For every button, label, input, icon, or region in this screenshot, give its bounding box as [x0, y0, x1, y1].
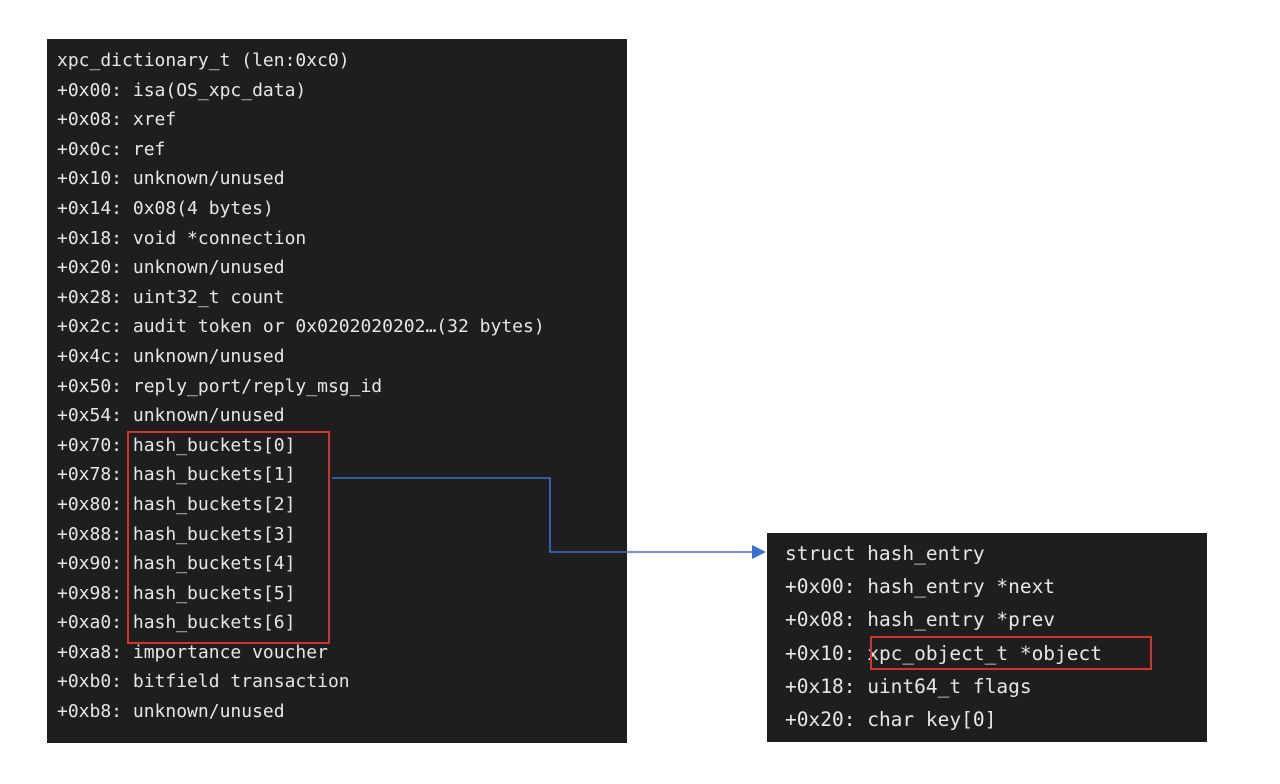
- field-offset: +0x10:: [57, 168, 123, 190]
- hash-entry-panel: struct hash_entry +0x00: hash_entry *nex…: [767, 533, 1207, 742]
- field-name: uint32_t count: [132, 286, 285, 308]
- field-name: reply_port/reply_msg_id: [132, 375, 383, 397]
- field-name: bitfield transaction: [132, 671, 350, 693]
- field-name: hash_entry *prev: [867, 608, 1056, 632]
- field-offset: +0x28:: [57, 286, 123, 308]
- field-offset: +0xb8:: [57, 701, 123, 723]
- field-name: hash_buckets[3]: [132, 523, 296, 545]
- field-name: xpc_object_t *object: [867, 641, 1103, 665]
- field-name: char key[0]: [867, 707, 997, 731]
- field-offset: +0x90:: [57, 553, 123, 575]
- field-name: unknown/unused: [132, 405, 285, 427]
- field-name: 0x08(4 bytes): [132, 197, 274, 219]
- field-offset: +0xb0:: [57, 671, 123, 693]
- field-offset: +0x88:: [57, 523, 123, 545]
- field-name: hash_buckets[1]: [132, 464, 296, 486]
- dict-field-row: +0x98: hash_buckets[5]: [57, 579, 627, 609]
- field-name: isa(OS_xpc_data): [132, 79, 307, 101]
- field-name: unknown/unused: [132, 701, 285, 723]
- field-offset: +0x50:: [57, 375, 123, 397]
- hash-entry-title: struct hash_entry: [785, 542, 985, 565]
- field-offset: +0x98:: [57, 582, 123, 604]
- field-offset: +0x14:: [57, 197, 123, 219]
- field-name: hash_entry *next: [867, 575, 1056, 599]
- dict-field-row: +0x14: 0x08(4 bytes): [57, 194, 627, 224]
- field-offset: +0x00:: [785, 575, 856, 599]
- entry-field-row: +0x20: char key[0]: [785, 703, 1207, 736]
- arrowhead-icon: [752, 545, 766, 559]
- field-name: uint64_t flags: [867, 674, 1032, 698]
- dict-field-row: +0x54: unknown/unused: [57, 401, 627, 431]
- dict-field-row: +0xb8: unknown/unused: [57, 697, 627, 727]
- field-name: unknown/unused: [132, 257, 285, 279]
- dict-field-row: +0x0c: ref: [57, 135, 627, 165]
- field-offset: +0xa8:: [57, 641, 123, 663]
- field-offset: +0x0c:: [57, 138, 123, 160]
- field-offset: +0x54:: [57, 405, 123, 427]
- xpc-dictionary-title: xpc_dictionary_t (len:0xc0): [57, 50, 350, 71]
- field-offset: +0xa0:: [57, 612, 123, 634]
- entry-field-row: +0x10: xpc_object_t *object: [785, 637, 1207, 670]
- field-name: hash_buckets[6]: [132, 612, 296, 634]
- dict-field-row: +0x28: uint32_t count: [57, 283, 627, 313]
- dict-field-row: +0x80: hash_buckets[2]: [57, 490, 627, 520]
- field-name: audit token or 0x0202020202…(32 bytes): [132, 316, 545, 338]
- dict-field-row: +0x18: void *connection: [57, 224, 627, 254]
- dict-field-row: +0x08: xref: [57, 105, 627, 135]
- field-offset: +0x18:: [57, 227, 123, 249]
- entry-field-row: +0x00: hash_entry *next: [785, 570, 1207, 603]
- dict-field-row: +0x70: hash_buckets[0]: [57, 431, 627, 461]
- field-offset: +0x4c:: [57, 345, 123, 367]
- field-offset: +0x08:: [785, 608, 856, 632]
- dict-field-row: +0x50: reply_port/reply_msg_id: [57, 372, 627, 402]
- field-offset: +0x78:: [57, 464, 123, 486]
- field-name: unknown/unused: [132, 168, 285, 190]
- field-offset: +0x00:: [57, 79, 123, 101]
- field-offset: +0x20:: [785, 707, 856, 731]
- field-name: importance voucher: [132, 641, 328, 663]
- field-offset: +0x70:: [57, 434, 123, 456]
- field-offset: +0x08:: [57, 109, 123, 131]
- dict-field-row: +0x00: isa(OS_xpc_data): [57, 76, 627, 106]
- dict-field-row: +0x78: hash_buckets[1]: [57, 460, 627, 490]
- field-name: hash_buckets[2]: [132, 493, 296, 515]
- field-name: hash_buckets[5]: [132, 582, 296, 604]
- field-offset: +0x18:: [785, 674, 856, 698]
- dict-field-row: +0x2c: audit token or 0x0202020202…(32 b…: [57, 312, 627, 342]
- dict-field-row: +0xb0: bitfield transaction: [57, 667, 627, 697]
- field-name: xref: [132, 109, 177, 131]
- field-name: hash_buckets[0]: [132, 434, 296, 456]
- field-offset: +0x2c:: [57, 316, 123, 338]
- field-name: void *connection: [132, 227, 307, 249]
- dict-field-row: +0xa0: hash_buckets[6]: [57, 608, 627, 638]
- field-name: ref: [132, 138, 166, 160]
- dict-field-row: +0x10: unknown/unused: [57, 164, 627, 194]
- dict-field-row: +0xa8: importance voucher: [57, 638, 627, 668]
- dict-field-row: +0x20: unknown/unused: [57, 253, 627, 283]
- field-offset: +0x80:: [57, 493, 123, 515]
- entry-field-row: +0x08: hash_entry *prev: [785, 603, 1207, 636]
- field-offset: +0x20:: [57, 257, 123, 279]
- entry-field-row: +0x18: uint64_t flags: [785, 670, 1207, 703]
- field-offset: +0x10:: [785, 641, 856, 665]
- dict-field-row: +0x90: hash_buckets[4]: [57, 549, 627, 579]
- field-name: unknown/unused: [132, 345, 285, 367]
- dict-field-row: +0x88: hash_buckets[3]: [57, 520, 627, 550]
- dict-field-row: +0x4c: unknown/unused: [57, 342, 627, 372]
- field-name: hash_buckets[4]: [132, 553, 296, 575]
- xpc-dictionary-panel: xpc_dictionary_t (len:0xc0) +0x00: isa(O…: [47, 39, 627, 743]
